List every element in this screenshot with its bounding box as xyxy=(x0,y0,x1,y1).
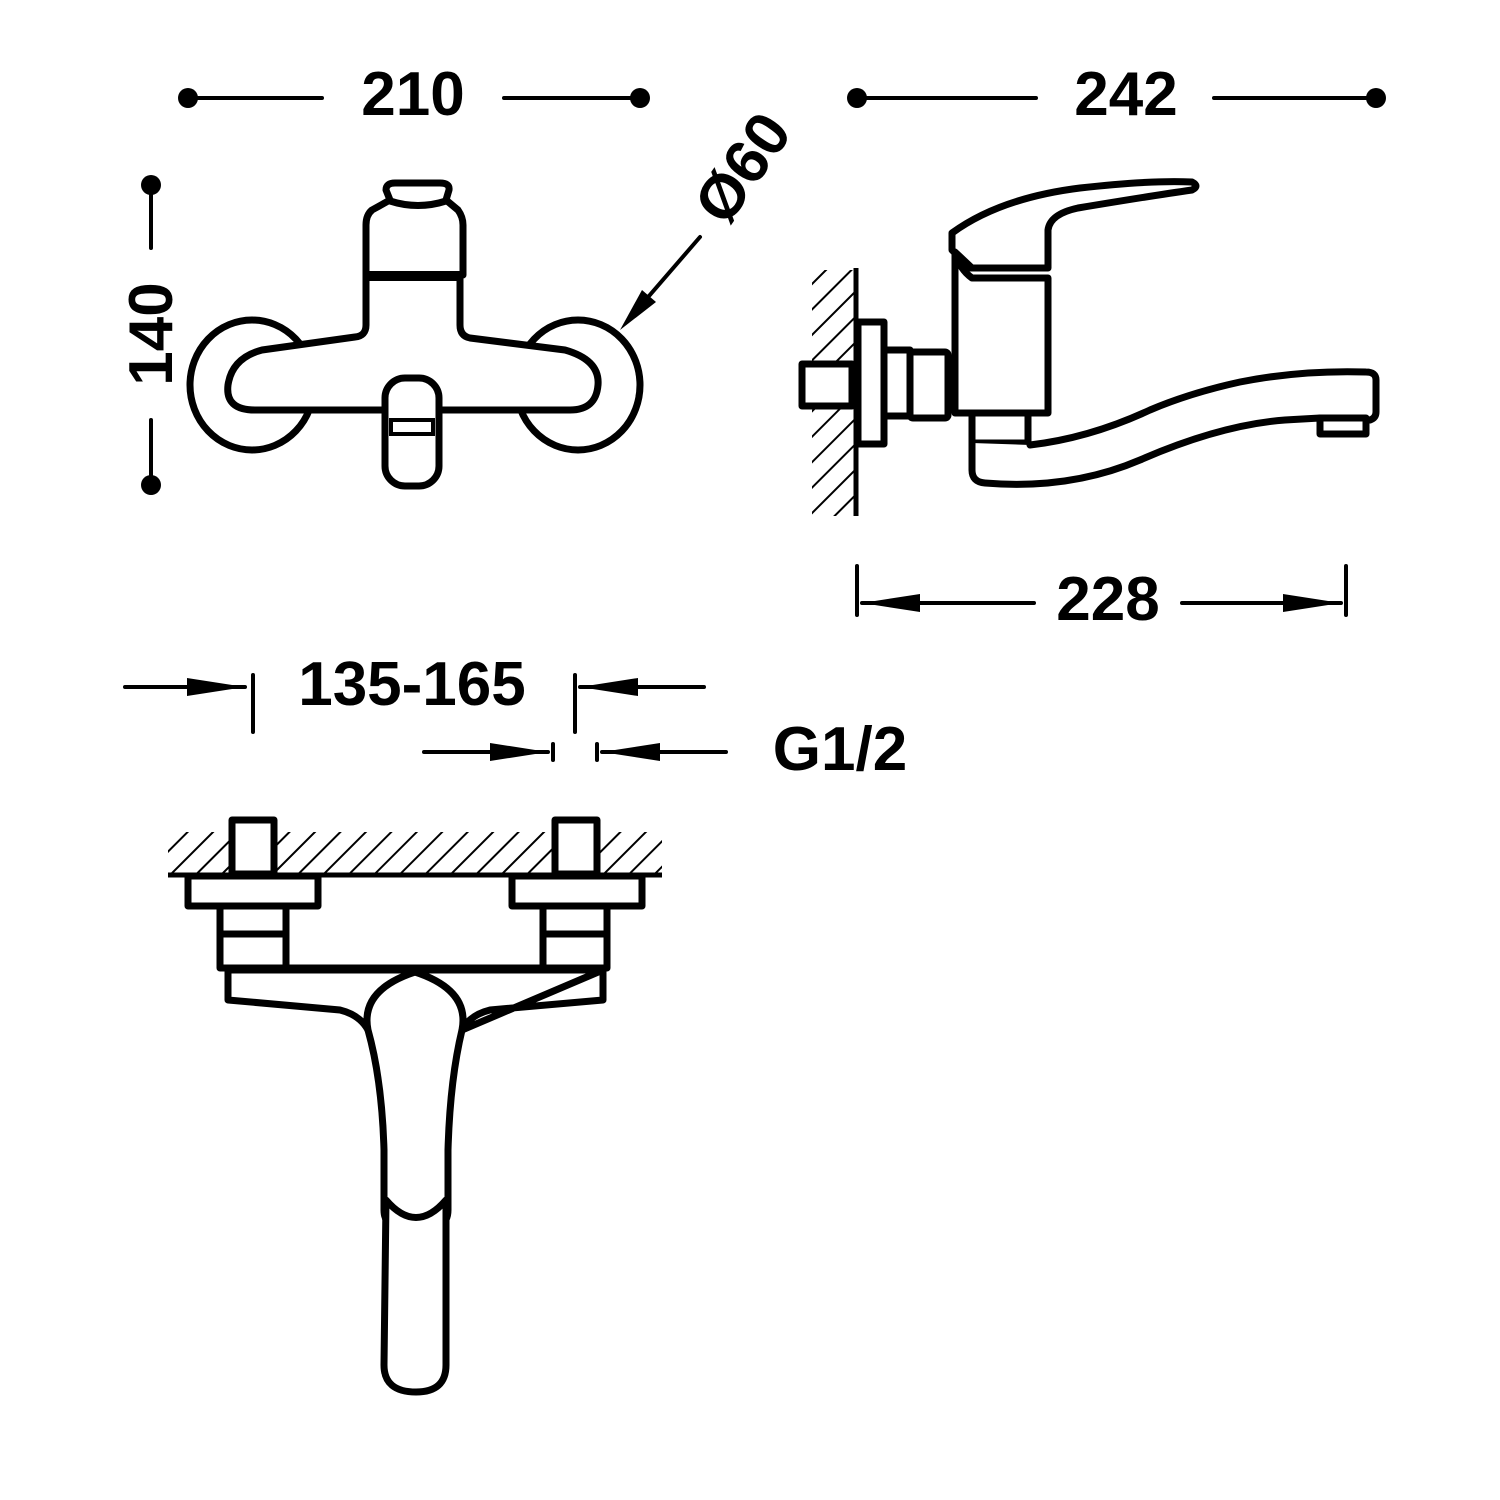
lever-handle-side xyxy=(948,178,1200,272)
front-view: 210 140 Ø60 xyxy=(117,60,805,495)
spout-top xyxy=(380,1196,450,1396)
dimension-g1-2: G1/2 xyxy=(422,715,907,784)
dimension-210: 210 xyxy=(178,60,650,129)
wall-connector xyxy=(798,360,856,410)
spout-collar xyxy=(968,409,1032,447)
mixer-body-side xyxy=(951,245,1052,417)
dimension-140: 140 xyxy=(117,175,186,495)
dimension-diameter-label: Ø60 xyxy=(681,100,805,236)
left-supply-pipe xyxy=(228,816,278,878)
dimension-140-label: 140 xyxy=(117,282,186,385)
dimension-242: 242 xyxy=(847,60,1386,129)
dimension-228: 228 xyxy=(855,564,1348,634)
dimension-242-label: 242 xyxy=(1074,60,1177,129)
cartridge-cap xyxy=(362,179,467,279)
right-escutcheon-top xyxy=(508,872,646,910)
nut-side xyxy=(906,348,952,422)
dimension-135-165: 135-165 xyxy=(123,650,706,734)
lever-handle-top xyxy=(363,968,467,1236)
right-supply-pipe xyxy=(551,816,601,878)
left-escutcheon-top xyxy=(184,872,322,910)
dimension-g1-2-label: G1/2 xyxy=(773,715,907,784)
escutcheon-side xyxy=(854,318,888,448)
dimension-210-label: 210 xyxy=(361,60,464,129)
spout xyxy=(968,368,1380,488)
eccentric-side xyxy=(880,346,914,420)
dimension-diameter-60: Ø60 xyxy=(620,100,805,330)
top-view: 135-165 G1/2 xyxy=(123,650,907,1396)
dimension-228-label: 228 xyxy=(1056,565,1159,634)
side-view: 242 228 xyxy=(798,60,1386,634)
aerator xyxy=(1316,414,1370,438)
diverter-slot xyxy=(389,418,435,436)
dimension-135-165-label: 135-165 xyxy=(298,650,526,719)
